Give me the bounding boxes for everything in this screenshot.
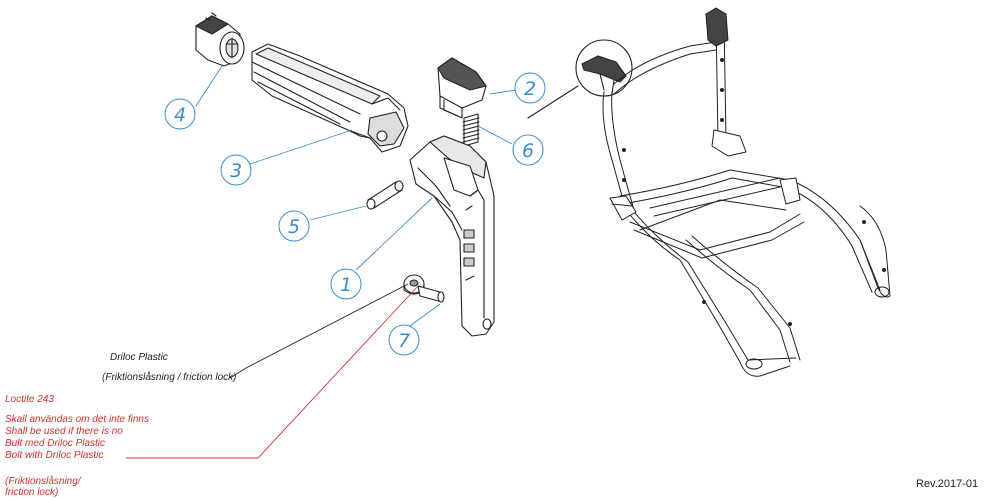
loctite-line-sv2: Bult med Driloc Plastic	[5, 438, 106, 449]
detail-leader-line	[527, 85, 579, 119]
part-4-end-cap	[195, 12, 245, 67]
callout-7-number: 7	[398, 330, 410, 352]
callout-2-leader	[489, 89, 517, 95]
loctite-line-en1: Shall be used if there is no	[5, 426, 123, 437]
callout-4-number: 4	[174, 104, 186, 126]
callout-2-number: 2	[524, 78, 536, 100]
callout-1-circle	[330, 268, 362, 300]
callout-3-circle	[220, 154, 252, 186]
callout-3-leader	[249, 129, 353, 165]
part-2-button	[437, 57, 487, 119]
driloc-note-subtitle: (Friktionslåsning / friction lock)	[102, 372, 237, 383]
callout-5-leader	[309, 205, 367, 221]
callout-4-circle	[164, 98, 196, 130]
driloc-leader-line	[229, 283, 409, 379]
part-3-armrest-pad	[251, 43, 409, 153]
callout-5-number: 5	[288, 216, 300, 238]
callout-6-number: 6	[522, 140, 534, 162]
callout-6-circle	[512, 134, 544, 166]
callout-5-circle	[278, 210, 310, 242]
friction-lock-sv: (Friktionslåsning/	[5, 476, 81, 487]
detail-circle	[575, 39, 633, 97]
driloc-note-title: Driloc Plastic	[110, 352, 168, 363]
part-7-bolt	[403, 274, 445, 303]
part-6-spring	[462, 113, 480, 147]
callout-7-leader	[409, 303, 441, 327]
callout-2-circle	[514, 72, 546, 104]
loctite-title: Loctite 243	[5, 394, 54, 405]
revision-label: Rev.2017-01	[916, 478, 979, 490]
part-5-sleeve	[366, 180, 404, 210]
callout-3-number: 3	[230, 160, 242, 182]
callout-1-number: 1	[340, 274, 352, 296]
loctite-line-en2: Bolt with Driloc Plastic	[5, 450, 104, 461]
callout-4-leader	[195, 65, 223, 107]
wheelchair-frame	[602, 7, 891, 377]
callout-1-leader	[355, 197, 433, 271]
callout-6-leader	[477, 125, 513, 145]
loctite-leader-line	[126, 285, 419, 459]
callout-7-circle	[388, 324, 420, 356]
friction-lock-en: friction lock)	[5, 487, 59, 498]
part-1-armrest-bracket	[409, 135, 495, 337]
loctite-line-sv1: Skall användas om det inte finns	[5, 414, 149, 425]
